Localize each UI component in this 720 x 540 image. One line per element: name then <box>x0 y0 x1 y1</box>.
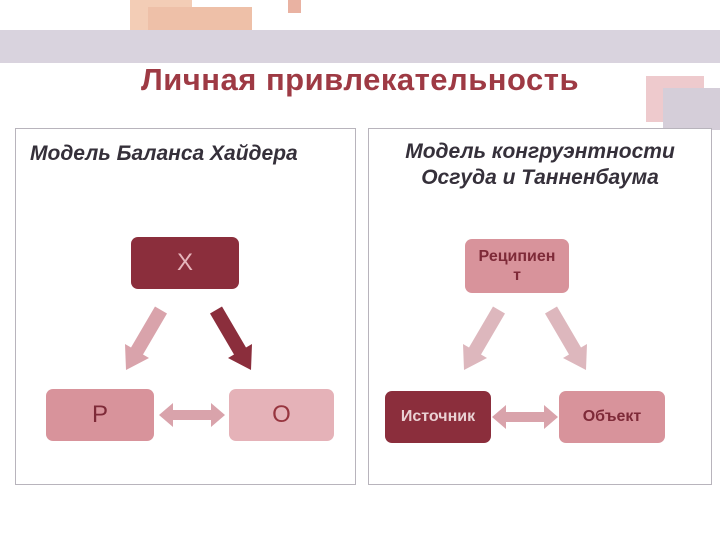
decor-lavender-band <box>0 30 720 63</box>
arrow-down-right-icon <box>545 306 587 370</box>
node-o: О <box>229 389 334 441</box>
slide-title: Личная привлекательность <box>140 62 580 97</box>
arrow-down-left-icon <box>125 306 167 370</box>
arrow-x-to-p <box>111 305 171 380</box>
arrow-p-o-double <box>157 402 227 428</box>
heider-panel-title: Модель Баланса Хайдера <box>30 142 298 165</box>
arrow-recipient-to-source <box>449 305 509 380</box>
node-recipient: Реципиент <box>465 239 569 293</box>
decor-top-pink-square <box>288 0 301 13</box>
node-object: Объект <box>559 391 665 443</box>
decor-top-salmon-rect-2 <box>148 7 252 30</box>
congruity-title-line1: Модель конгруэнтности <box>405 140 675 163</box>
congruity-panel: Модель конгруэнтности Осгуда и Танненбау… <box>368 128 712 485</box>
decor-right-lavender-square <box>663 88 720 130</box>
node-x: Х <box>131 237 239 289</box>
arrow-source-object-double <box>490 404 560 430</box>
arrow-double-horizontal-icon <box>159 403 225 427</box>
arrow-down-right-icon <box>210 306 252 370</box>
arrow-down-left-icon <box>463 306 505 370</box>
node-p: Р <box>46 389 154 441</box>
arrow-recipient-to-object <box>541 305 601 380</box>
node-source: Источник <box>385 391 491 443</box>
arrow-x-to-o <box>206 305 266 380</box>
congruity-panel-title: Модель конгруэнтности Осгуда и Танненбау… <box>383 139 697 192</box>
heider-panel: Модель Баланса Хайдера Х Р О <box>15 128 356 485</box>
congruity-title-line2: Осгуда и Танненбаума <box>421 166 659 190</box>
arrow-double-horizontal-icon <box>492 405 558 429</box>
